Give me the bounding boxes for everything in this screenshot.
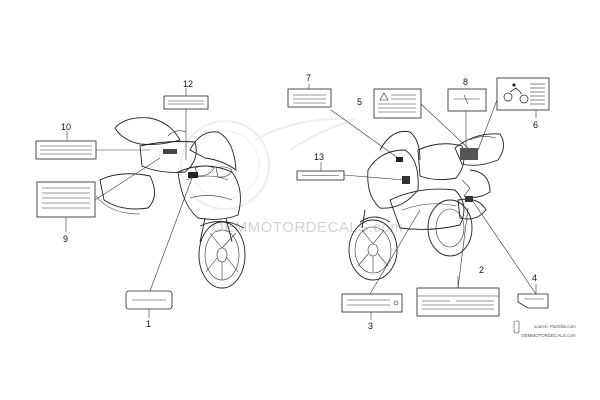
label-7 xyxy=(287,88,332,108)
label-2 xyxy=(416,287,500,317)
warning-triangle-icon xyxy=(379,92,389,101)
label-13 xyxy=(296,170,345,181)
callout-5: 5 xyxy=(357,97,362,107)
source-line: source: Partzilla.com xyxy=(534,324,576,329)
decal-on-frame xyxy=(402,176,410,184)
source-brand: OEMMOTORDECALS.com xyxy=(521,333,576,338)
label-9 xyxy=(36,181,96,218)
callout-3: 3 xyxy=(368,321,373,331)
label-5 xyxy=(373,88,422,119)
callout-8: 8 xyxy=(463,77,468,87)
rider-icon xyxy=(503,83,529,104)
decal-on-tail xyxy=(460,148,478,160)
callout-10: 10 xyxy=(61,122,71,132)
label-6 xyxy=(496,77,550,111)
callout-1: 1 xyxy=(146,319,151,329)
label-4 xyxy=(517,293,549,309)
leader-lines-right xyxy=(308,84,537,320)
motorcycle-rear-view xyxy=(348,130,504,281)
motorcycle-front-view xyxy=(95,117,246,289)
callout-2: 2 xyxy=(479,265,484,275)
watermark-text: OEMMOTORDECALS.com xyxy=(212,219,403,236)
label-3 xyxy=(341,293,403,313)
decal-on-tank xyxy=(163,149,177,154)
source-credit: source: Partzilla.com OEMMOTORDECALS.com xyxy=(513,320,576,338)
callout-13: 13 xyxy=(314,152,324,162)
callout-7: 7 xyxy=(306,73,311,83)
gear-watermark-icon xyxy=(180,118,356,210)
callout-9: 9 xyxy=(63,234,68,244)
decal-on-fairing xyxy=(188,172,198,178)
leader-lines-left xyxy=(65,88,193,318)
callout-4: 4 xyxy=(532,273,537,283)
callout-6: 6 xyxy=(533,120,538,130)
label-12 xyxy=(163,95,209,110)
callout-12: 12 xyxy=(183,79,193,89)
label-1 xyxy=(125,290,173,310)
label-10 xyxy=(35,140,97,160)
label-8 xyxy=(447,88,487,112)
decal-on-cowl xyxy=(465,196,473,202)
decal-on-screen xyxy=(396,157,403,162)
